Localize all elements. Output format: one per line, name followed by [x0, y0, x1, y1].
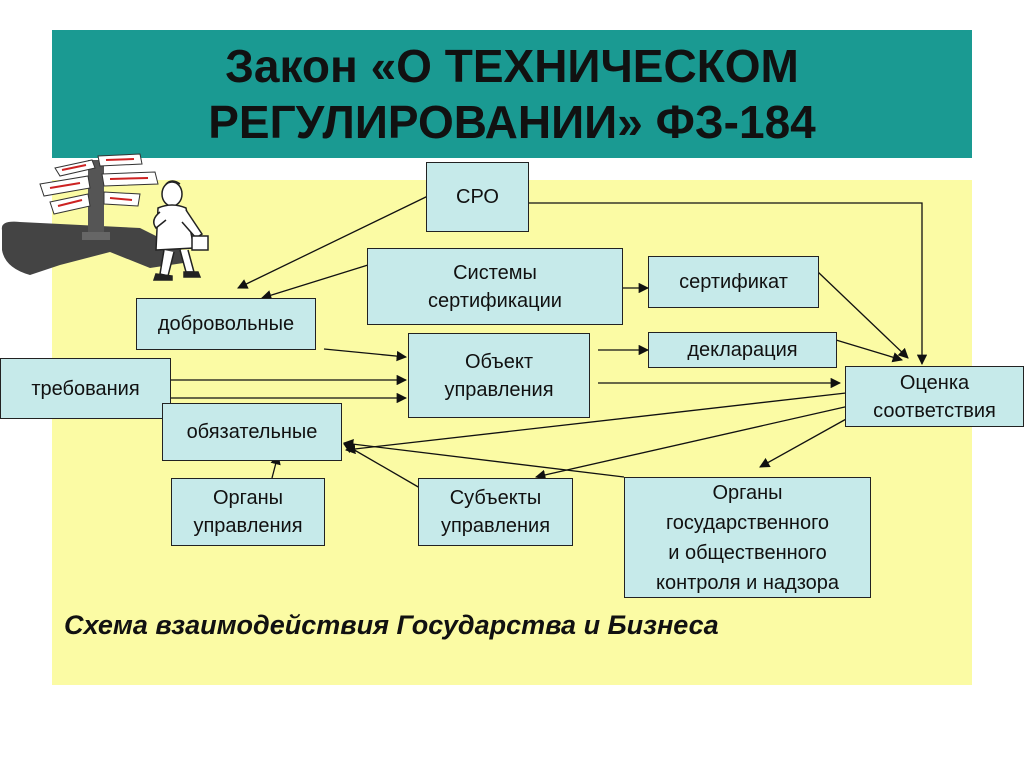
node-declaration: декларация — [648, 332, 837, 368]
node-government-bodies: Органы управления — [171, 478, 325, 546]
node-mandatory-line-1: обязательные — [186, 421, 318, 443]
node-control-bodies-line-1: Органы — [712, 481, 783, 504]
node-certification-systems-line-2: сертификации — [428, 289, 562, 312]
node-control-object: Объект управления — [408, 333, 590, 418]
node-conformity-assessment: Оценка соответствия — [845, 366, 1024, 427]
node-management-subjects-line-2: управления — [440, 515, 551, 537]
node-government-bodies-line-2: управления — [193, 515, 303, 537]
node-government-bodies-line-1: Органы — [212, 487, 284, 509]
node-mandatory: обязательные — [162, 403, 342, 461]
node-control-object-line-2: управления — [444, 378, 554, 401]
node-control-bodies-line-4: контроля и надзора — [655, 571, 840, 594]
node-voluntary: добровольные — [136, 298, 316, 350]
node-sro-line-1: СРО — [456, 186, 499, 208]
node-conformity-assessment-line-2: соответствия — [873, 399, 996, 422]
node-certification-systems: Системы сертификации — [367, 248, 623, 325]
node-sro: СРО — [426, 162, 529, 232]
node-declaration-line-1: декларация — [687, 339, 798, 361]
node-control-bodies: Органы государственного и общественного … — [624, 477, 871, 598]
title-line-2: РЕГУЛИРОВАНИИ» ФЗ-184 — [208, 96, 816, 148]
node-management-subjects: Субъекты управления — [418, 478, 573, 546]
node-management-subjects-line-1: Субъекты — [449, 487, 542, 509]
signpost-icon — [1, 153, 191, 275]
node-control-object-line-1: Объект — [464, 350, 534, 373]
node-control-bodies-line-2: государственного — [665, 511, 830, 534]
title-line-1: Закон «О ТЕХНИЧЕСКОМ — [225, 40, 799, 92]
node-voluntary-line-1: добровольные — [157, 313, 295, 335]
node-control-bodies-line-3: и общественного — [668, 541, 827, 564]
node-conformity-assessment-line-1: Оценка — [899, 371, 970, 394]
diagram-caption: Схема взаимодействия Государства и Бизне… — [64, 610, 719, 640]
node-requirements-line-1: требования — [31, 377, 140, 400]
node-certification-systems-line-1: Системы — [453, 261, 537, 284]
node-requirements: требования — [0, 358, 171, 419]
thinking-man-icon — [152, 180, 209, 281]
node-certificate-line-1: сертификат — [679, 271, 788, 293]
title-bar: Закон «О ТЕХНИЧЕСКОМ РЕГУЛИРОВАНИИ» ФЗ-1… — [52, 30, 972, 158]
node-certificate: сертификат — [648, 256, 819, 308]
